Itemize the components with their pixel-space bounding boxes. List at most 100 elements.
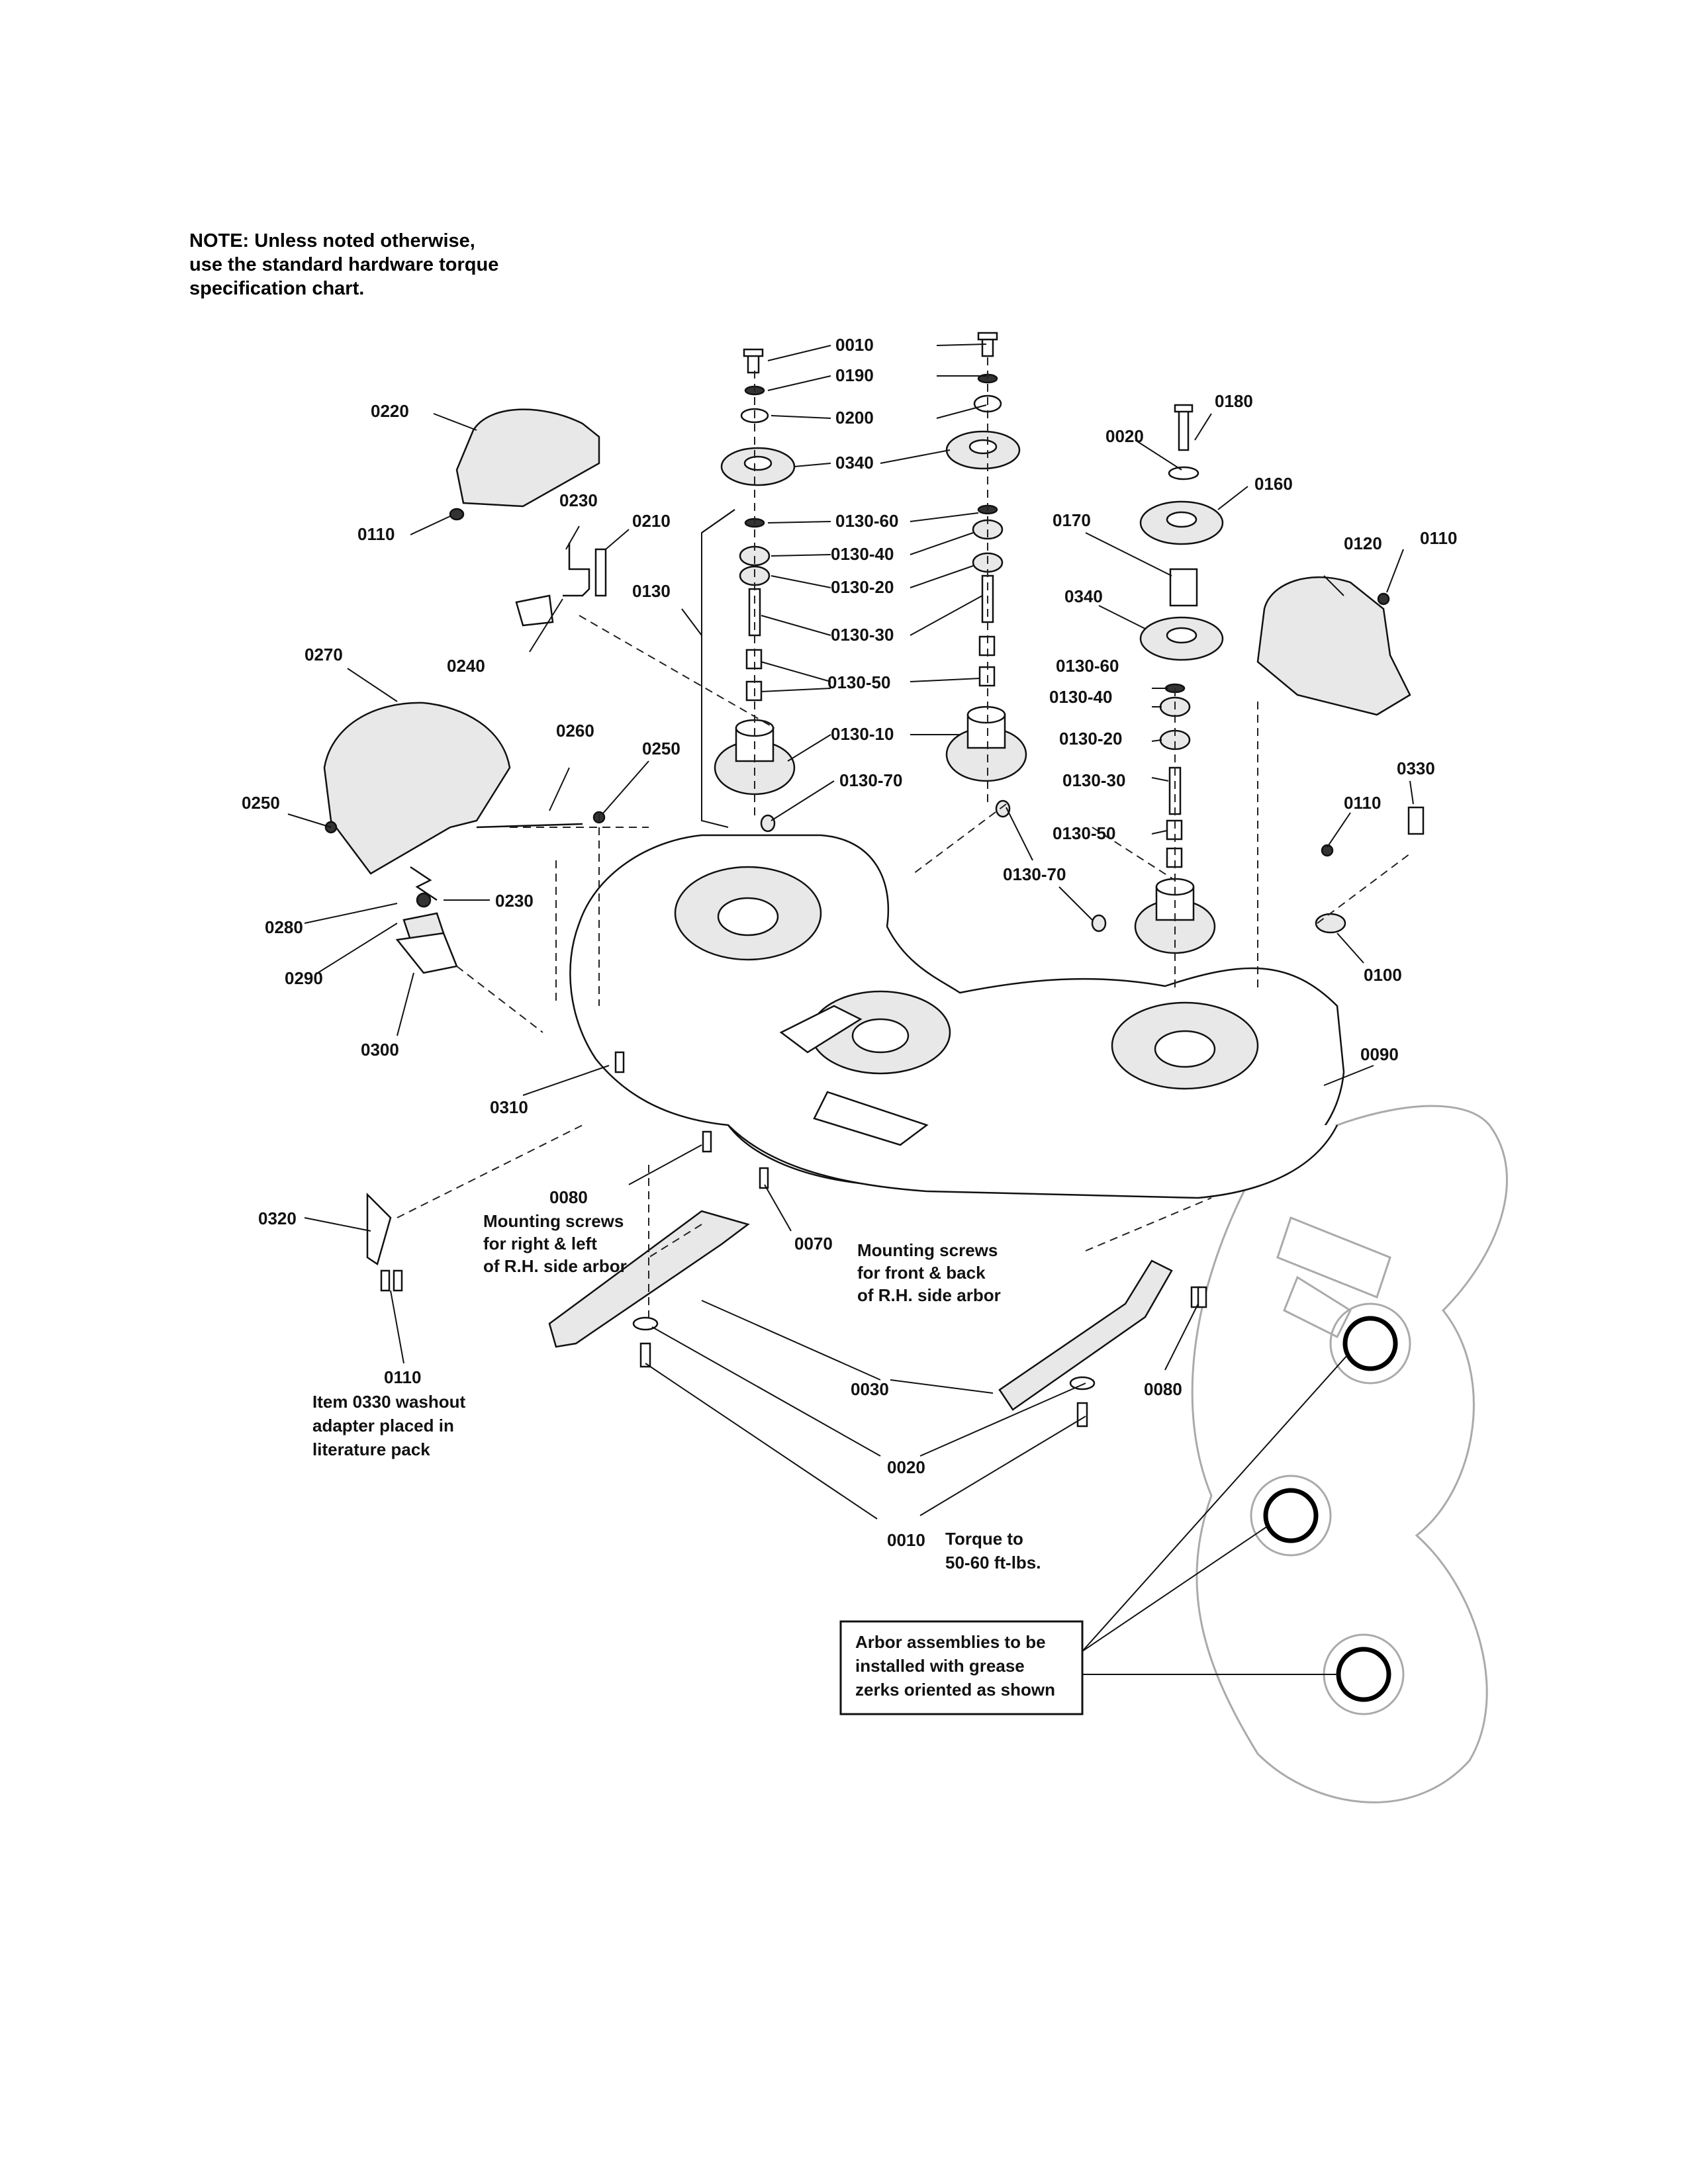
blade-icon <box>998 1259 1201 1428</box>
annotation-line: Item 0330 washout <box>312 1392 466 1412</box>
discharge-chute-icon <box>323 702 606 1292</box>
annotation-mounting-rl: Mounting screws for right & left of R.H.… <box>483 1211 627 1276</box>
right-arbor-stack <box>1091 404 1224 954</box>
part-label: 0200 <box>835 408 874 428</box>
part-label: 0130-70 <box>839 770 902 790</box>
grease-zerk-callouts <box>1082 1316 1398 1702</box>
part-label: 0130-70 <box>1003 864 1066 884</box>
part-label: 0130-60 <box>1056 656 1119 676</box>
belt-cover-icon <box>1256 576 1425 934</box>
bolt-icon <box>977 332 998 357</box>
part-label: 0100 <box>1364 965 1402 985</box>
bolt-icon <box>639 1342 651 1368</box>
part-label: 0310 <box>490 1097 528 1117</box>
part-label: 0030 <box>851 1379 889 1399</box>
part-label: 0340 <box>1064 586 1103 606</box>
part-label: 0130 <box>632 581 671 601</box>
pulley-icon <box>1139 500 1224 545</box>
annotation-line: of R.H. side arbor <box>483 1256 627 1276</box>
annotation-line: Mounting screws <box>483 1211 624 1231</box>
pulley-icon <box>945 430 1021 470</box>
part-label: 0110 <box>1344 793 1381 813</box>
part-label: 0110 <box>1420 528 1457 548</box>
deck-bolts <box>614 1051 1207 1308</box>
torque-note: NOTE: Unless noted otherwise, use the st… <box>189 229 586 300</box>
part-label: 0230 <box>559 490 598 510</box>
part-label: 0020 <box>1105 426 1144 446</box>
part-label: 0340 <box>835 453 874 473</box>
annotation-line: installed with grease <box>855 1656 1025 1676</box>
pulley-icon <box>720 447 796 486</box>
blade-icon <box>548 1210 750 1368</box>
deck-grease-zerk-view-icon <box>1191 1105 1508 1803</box>
part-label: 0130-30 <box>1062 770 1125 790</box>
assembly-lines <box>397 357 1411 1324</box>
part-label: 0130-30 <box>831 625 894 645</box>
part-label: 0010 <box>835 335 874 355</box>
annotation-line: of R.H. side arbor <box>857 1285 1001 1305</box>
part-label: 0180 <box>1215 391 1253 411</box>
annotation-line: Torque to <box>945 1529 1023 1549</box>
part-label: 0250 <box>242 793 280 813</box>
part-label: 0110 <box>384 1367 421 1387</box>
part-label: 0170 <box>1053 510 1091 530</box>
part-label: 0130-20 <box>831 577 894 597</box>
annotation-line: for right & left <box>483 1234 597 1253</box>
part-label: 0130-60 <box>835 511 898 531</box>
pulley-icon <box>1139 616 1224 661</box>
annotation-line: for front & back <box>857 1263 986 1283</box>
part-label: 0110 <box>357 524 395 544</box>
part-label: 0270 <box>305 645 343 664</box>
annotation-torque: Torque to 50-60 ft-lbs. <box>945 1529 1041 1572</box>
part-label: 0130-10 <box>831 724 894 744</box>
arbor-orientation-box: Arbor assemblies to be installed with gr… <box>839 1620 1084 1715</box>
part-label: 0130-40 <box>1049 687 1112 707</box>
part-label: 0210 <box>632 511 671 531</box>
part-label: 0120 <box>1344 533 1382 553</box>
arbor-assembly-icon <box>945 705 1027 782</box>
note-line-3: specification chart. <box>189 278 365 299</box>
part-label: 0190 <box>835 365 874 385</box>
leader-lines <box>287 343 1414 1520</box>
part-label: 0160 <box>1254 474 1293 494</box>
part-label: 0280 <box>265 917 303 937</box>
part-label: 0080 <box>549 1187 588 1207</box>
bolt-icon <box>380 1269 403 1292</box>
belt-cover-icon <box>449 408 607 627</box>
part-label: 0080 <box>1144 1379 1182 1399</box>
part-label: 0130-50 <box>827 672 890 692</box>
annotation-line: 50-60 ft-lbs. <box>945 1553 1041 1572</box>
annotation-line: Arbor assemblies to be <box>855 1632 1046 1652</box>
part-label: 0250 <box>642 739 680 758</box>
bolt-icon <box>1174 404 1194 451</box>
part-label: 0010 <box>887 1530 925 1550</box>
annotation-line: Mounting screws <box>857 1240 998 1260</box>
part-label: 0260 <box>556 721 594 741</box>
part-label: 0290 <box>285 968 323 988</box>
note-line-2: use the standard hardware torque <box>189 254 499 275</box>
annotation-line: literature pack <box>312 1439 430 1459</box>
part-label: 0230 <box>495 891 534 911</box>
note-line-1: NOTE: Unless noted otherwise, <box>189 230 475 251</box>
part-label: 0070 <box>794 1234 833 1253</box>
middle-arbor-stack <box>945 332 1027 818</box>
part-label: 0240 <box>447 656 485 676</box>
part-labels: 0010 0190 0200 0340 0130-60 0130-40 0130… <box>242 335 1457 1550</box>
part-label: 0320 <box>258 1208 297 1228</box>
mower-deck-icon <box>569 834 1345 1199</box>
part-label: 0220 <box>371 401 409 421</box>
bolt-icon <box>1407 806 1425 835</box>
annotation-line: adapter placed in <box>312 1416 454 1435</box>
part-label: 0130-50 <box>1053 823 1115 843</box>
part-label: 0020 <box>887 1457 925 1477</box>
part-label: 0330 <box>1397 758 1435 778</box>
part-label: 0090 <box>1360 1044 1399 1064</box>
part-label: 0300 <box>361 1040 399 1060</box>
part-label: 0130-20 <box>1059 729 1122 749</box>
bolt-icon <box>743 348 764 374</box>
bolt-icon <box>1076 1402 1088 1428</box>
annotation-washout: Item 0330 washout adapter placed in lite… <box>312 1392 466 1459</box>
annotation-line: zerks oriented as shown <box>855 1680 1055 1700</box>
annotation-mounting-fb: Mounting screws for front & back of R.H.… <box>857 1240 1001 1305</box>
